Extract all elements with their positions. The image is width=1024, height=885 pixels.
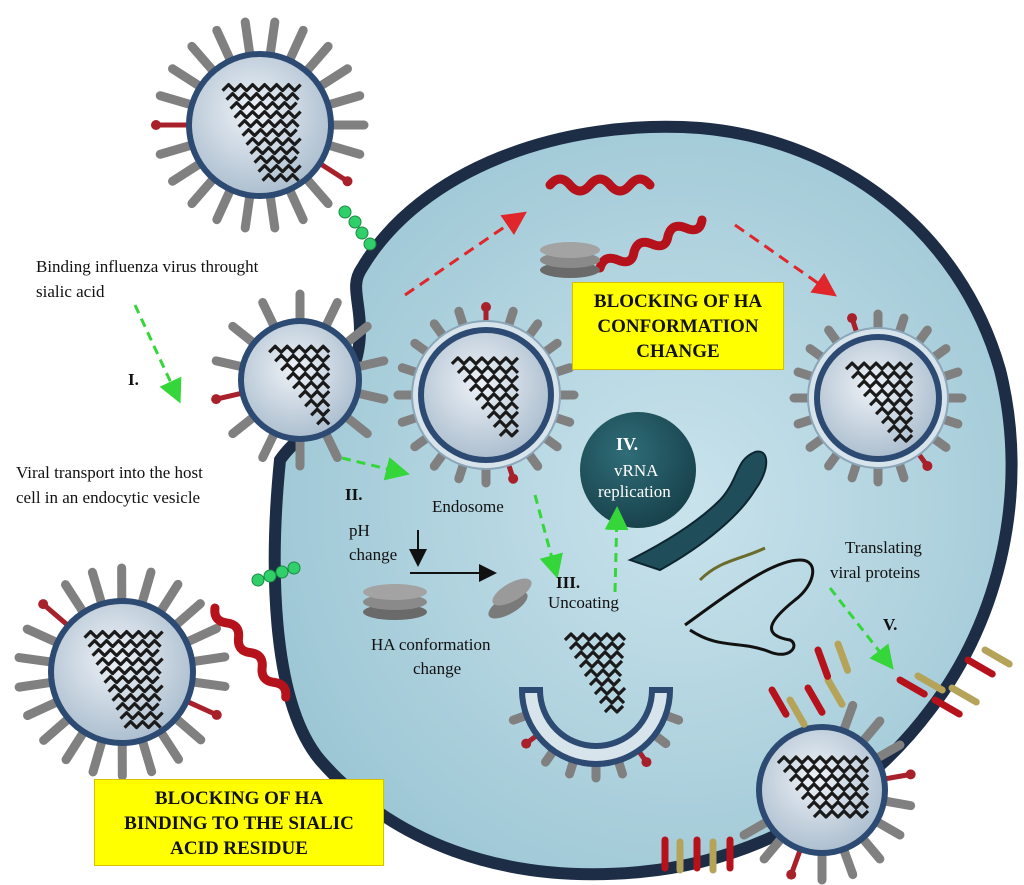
ha-disc-changed	[488, 578, 532, 619]
uncoating-virus	[508, 632, 684, 783]
sialic-acid-top	[338, 205, 377, 251]
ha-change-label-line2: change	[413, 659, 461, 678]
ha-change-label-line1: HA conformation	[371, 635, 491, 654]
sialic-acid-left	[251, 561, 301, 587]
binding-label-line1: Binding influenza virus throught	[36, 257, 259, 276]
endosome-virus	[393, 302, 579, 488]
step-1-label: I.	[128, 370, 139, 389]
budding-virus	[739, 700, 916, 885]
nucleus	[580, 412, 696, 528]
ph-label-line2: change	[349, 545, 397, 564]
virus-binding-sialic	[151, 17, 369, 233]
translating-label-line2: viral proteins	[830, 563, 920, 582]
virus-entering-cell	[211, 289, 389, 471]
conformation-box-line1: BLOCKING OF HA	[593, 291, 763, 312]
endoplasmic-reticulum	[627, 450, 768, 572]
step-3-label: III.	[556, 573, 580, 592]
viral-proteins	[661, 640, 1013, 874]
arrow-transport	[341, 456, 410, 481]
conformation-box-line3: CHANGE	[636, 341, 720, 362]
arrow-uncoating	[533, 494, 563, 579]
step-4-label: IV.	[616, 434, 638, 454]
arrow-red-up	[404, 211, 527, 297]
blocking-conformation-box: BLOCKING OF HA CONFORMATION CHANGE	[572, 282, 784, 370]
virus-free	[14, 563, 230, 781]
sialic-box-line3: ACID RESIDUE	[170, 838, 308, 859]
blocked-endosome-virus	[789, 309, 967, 487]
blocking-sialic-box: BLOCKING OF HA BINDING TO THE SIALIC ACI…	[94, 779, 384, 866]
ph-label-line1: pH	[349, 521, 370, 540]
arrow-to-nucleus	[604, 506, 629, 593]
golgi-membrane	[684, 558, 815, 656]
inhibitor-helix-left	[210, 603, 291, 702]
arrow-step1	[133, 304, 182, 404]
arrow-step5	[828, 587, 894, 670]
transport-label-line2: cell in an endocytic vesicle	[16, 488, 200, 507]
step-5-label: V.	[883, 615, 897, 634]
sialic-box-line2: BINDING TO THE SIALIC	[124, 813, 354, 834]
transport-label-line1: Viral transport into the host	[16, 463, 203, 482]
vrna-label-line1: vRNA	[614, 461, 659, 480]
translating-label-line1: Translating	[845, 538, 922, 557]
uncoating-label: Uncoating	[548, 593, 619, 612]
binding-label-line2: sialic acid	[36, 282, 105, 301]
vrna-label-line2: replication	[598, 482, 671, 501]
ha-disc-stack-ph	[363, 584, 427, 620]
arrow-red-down	[734, 223, 837, 297]
sialic-box-line1: BLOCKING OF HA	[154, 788, 324, 809]
step-2-label: II.	[345, 485, 362, 504]
ha-disc-stack-top	[540, 242, 600, 278]
inhibitor-helix-mid	[595, 215, 707, 273]
mrna-strand	[698, 546, 766, 582]
endosome-label: Endosome	[432, 497, 504, 516]
conformation-box-line2: CONFORMATION	[597, 316, 759, 337]
inhibitor-helix-top	[545, 174, 655, 196]
